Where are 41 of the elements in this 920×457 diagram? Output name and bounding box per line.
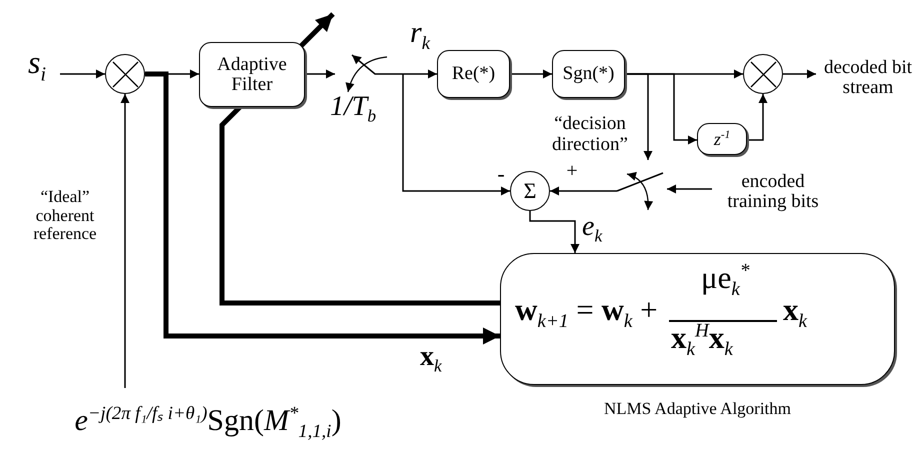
- node-label: z$^{-1}$: [714, 130, 730, 148]
- arrow: [510, 70, 552, 78]
- node-label: Sgn(*): [562, 64, 614, 84]
- label: “decision direction”: [551, 114, 629, 156]
- label: +: [565, 160, 579, 182]
- multiplier-circle: [743, 54, 783, 94]
- node-label: Re(*): [452, 64, 496, 84]
- node-label: encoded training bits: [726, 172, 820, 212]
- label: “Ideal” coherent reference: [32, 188, 98, 244]
- label: -: [496, 162, 506, 186]
- arrow: [305, 70, 335, 78]
- node-label: Σ: [524, 179, 536, 203]
- arrow: [60, 70, 105, 78]
- arrow: [120, 94, 130, 388]
- label: r$_{k}$: [409, 16, 432, 49]
- multiplier-circle: [105, 54, 145, 94]
- node-label: NLMS Adaptive Algorithm: [603, 400, 792, 419]
- node-label: s$_{i}$: [28, 46, 46, 80]
- arrow: [390, 70, 437, 78]
- process-box: [697, 123, 747, 155]
- process-box: [199, 42, 305, 107]
- arrow: [402, 74, 510, 196]
- edge-label: x$_{k}$: [420, 342, 442, 373]
- equation-text: x$_{k}$$^{H}$x$_{k}$: [671, 322, 733, 355]
- equation-text: x$_{k}$: [783, 294, 808, 327]
- process-box: [552, 50, 625, 98]
- arrow: [783, 70, 816, 78]
- label: 1/T$_{b}$: [328, 92, 378, 123]
- update-equation-box: [500, 253, 895, 385]
- edge-label: e$_{k}$: [582, 212, 602, 243]
- arrow: [667, 184, 712, 194]
- node-label: decoded bit stream: [822, 58, 914, 98]
- arrow: [625, 73, 652, 160]
- arrow: [747, 94, 768, 141]
- equation-text: w$_{k+1}$ = w$_{k}$ +: [515, 294, 658, 327]
- arrow: [550, 186, 617, 196]
- process-box: [437, 50, 510, 98]
- arrow: [529, 211, 580, 253]
- arrow: [145, 72, 500, 344]
- summing-junction: [510, 171, 550, 211]
- node-label: Adaptive Filter: [216, 54, 288, 94]
